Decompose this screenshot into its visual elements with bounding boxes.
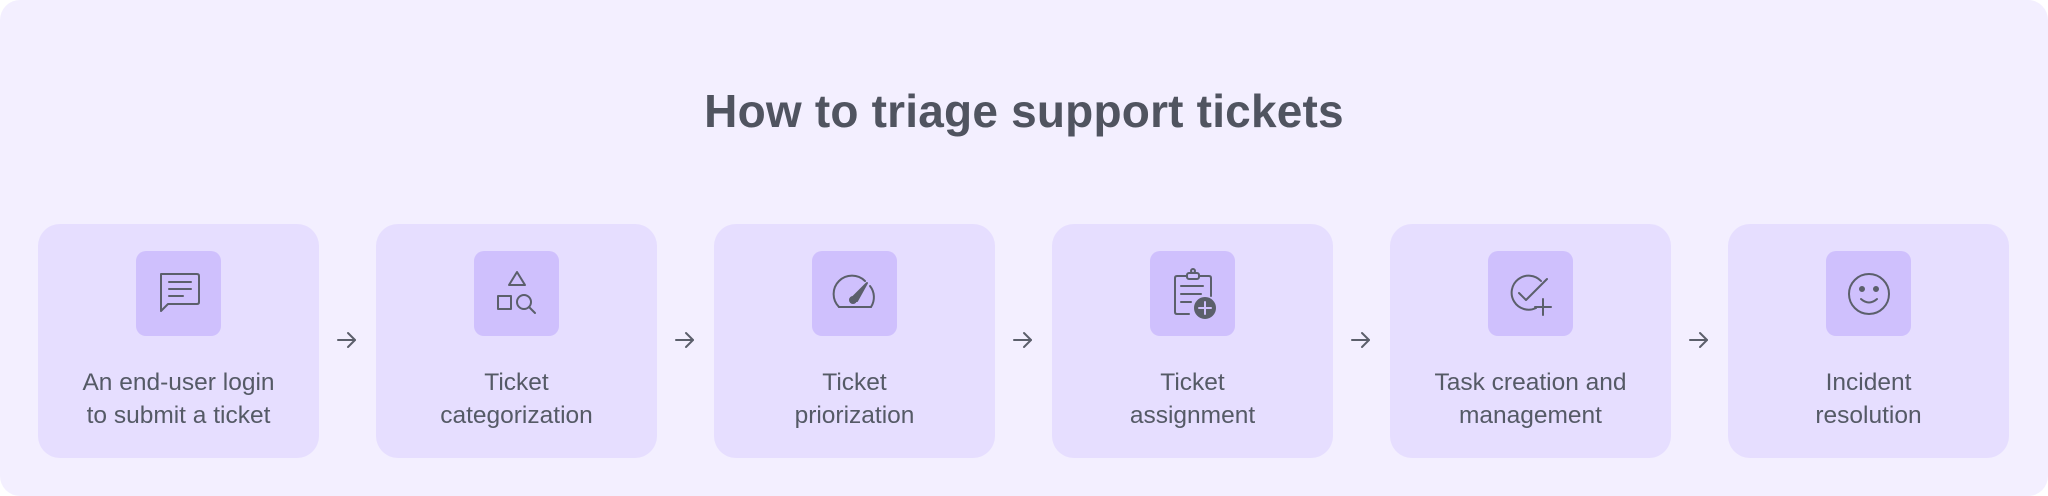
step-label-5-line2: management: [1458, 402, 1602, 429]
icon-box-4: [1150, 251, 1235, 336]
icon-box-5: [1488, 251, 1573, 336]
step-label-6: Incident resolution: [1728, 366, 2009, 432]
step-card-4: Ticket assignment: [1052, 224, 1333, 458]
icon-box-3: [812, 251, 897, 336]
step-label-3-line1: Ticket: [822, 369, 887, 396]
clipboard-add-icon: [1173, 267, 1216, 319]
smiley-face-icon: [1847, 272, 1890, 315]
step-card-1: An end-user login to submit a ticket: [38, 224, 319, 458]
speedometer-icon: [832, 274, 875, 308]
icon-box-6: [1826, 251, 1911, 336]
step-card-6: Incident resolution: [1728, 224, 2009, 458]
step-label-1-line1: An end-user login: [82, 369, 275, 396]
shapes-search-icon: [496, 270, 536, 314]
check-circle-plus-icon: [1510, 274, 1552, 316]
arrow-icon: [1011, 328, 1035, 352]
step-label-6-line2: resolution: [1815, 402, 1922, 429]
arrow-icon: [673, 328, 697, 352]
step-label-2: Ticket categorization: [376, 366, 657, 432]
chat-message-icon: [159, 272, 200, 312]
step-label-3: Ticket priorization: [714, 366, 995, 432]
arrow-icon: [1687, 328, 1711, 352]
step-label-6-line1: Incident: [1825, 369, 1912, 396]
icon-box-2: [474, 251, 559, 336]
step-label-4: Ticket assignment: [1052, 366, 1333, 432]
step-label-5: Task creation and management: [1390, 366, 1671, 432]
step-label-2-line1: Ticket: [484, 369, 549, 396]
arrow-icon: [335, 328, 359, 352]
step-label-2-line2: categorization: [440, 402, 593, 429]
step-label-4-line1: Ticket: [1160, 369, 1225, 396]
icon-box-1: [136, 251, 221, 336]
step-card-2: Ticket categorization: [376, 224, 657, 458]
step-label-1: An end-user login to submit a ticket: [38, 366, 319, 432]
step-label-1-line2: to submit a ticket: [86, 402, 271, 429]
step-label-3-line2: priorization: [794, 402, 915, 429]
diagram-title: How to triage support tickets: [704, 85, 1344, 137]
arrow-icon: [1349, 328, 1373, 352]
step-card-3: Ticket priorization: [714, 224, 995, 458]
step-label-4-line2: assignment: [1129, 402, 1256, 429]
step-card-5: Task creation and management: [1390, 224, 1671, 458]
step-label-5-line1: Task creation and: [1434, 369, 1627, 396]
